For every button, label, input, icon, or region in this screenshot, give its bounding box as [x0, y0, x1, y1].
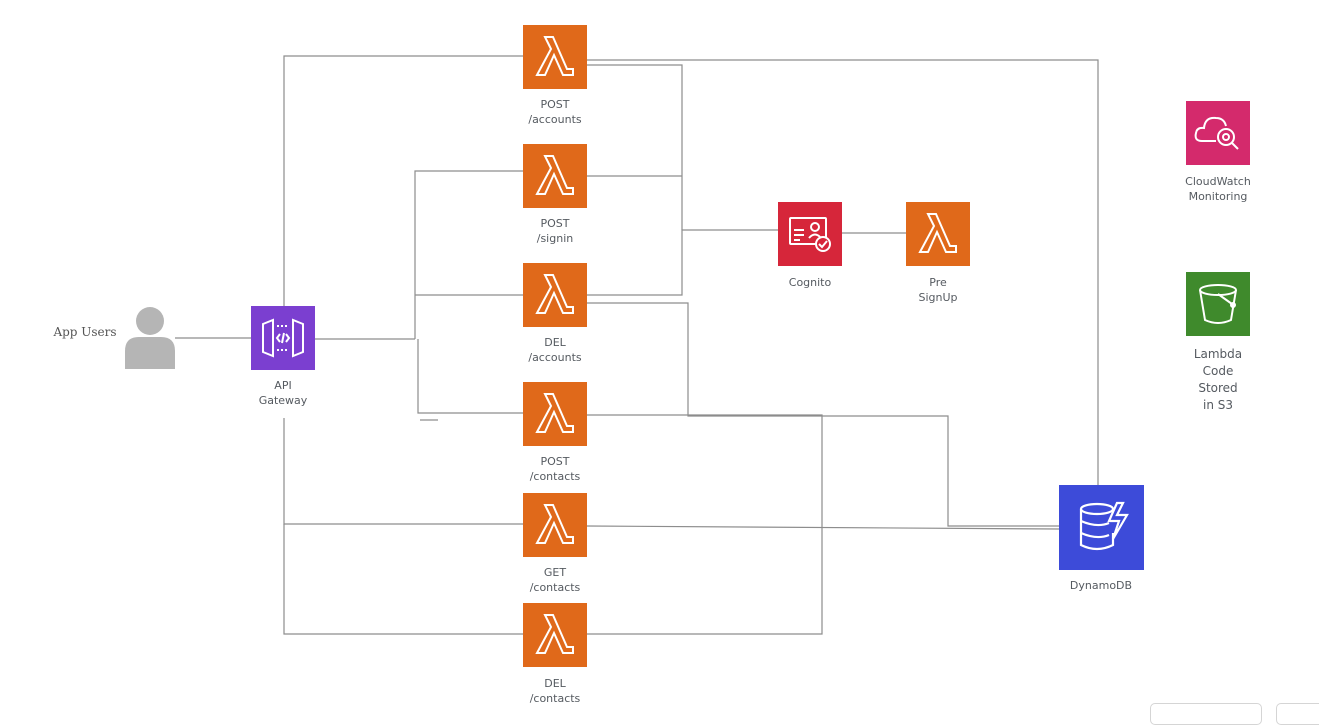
lambda-icon [523, 263, 587, 327]
lambda-post-contacts [523, 382, 587, 446]
lambda-del-contacts [523, 603, 587, 667]
wire-post-accounts-cognito [587, 64, 683, 230]
wire-del-accounts-cognito [587, 229, 778, 296]
wire-gateway-get-contacts [283, 418, 523, 525]
lambda-label-post-signin: POST/signin [536, 217, 574, 245]
lambda-label-del-accounts: DEL/accounts [528, 336, 582, 364]
lambda-del-accounts [523, 263, 587, 327]
lambda-label-post-accounts: POST/accounts [528, 98, 582, 126]
lambda-pre-signup [906, 202, 970, 266]
wire-del-accounts-dynamodb [587, 302, 1059, 527]
api-gateway-icon [251, 306, 315, 370]
lambda-post-accounts [523, 25, 587, 89]
dynamodb-label: DynamoDB [1069, 579, 1133, 592]
lambda-label-post-contacts: POST/contacts [529, 455, 581, 483]
wire-fanout-post-contacts [417, 339, 523, 414]
lambda-post-signin [523, 144, 587, 208]
lambda-icon [523, 493, 587, 557]
wire-post-accounts-dynamodb [587, 59, 1099, 485]
toolbar-button-right[interactable] [1276, 703, 1319, 725]
lambda-label-del-contacts: DEL/contacts [529, 677, 581, 705]
lambda-get-contacts [523, 493, 587, 557]
wire-fanout-post-signin [414, 170, 523, 339]
dynamodb-icon [1059, 485, 1144, 570]
s3-bucket-icon [1186, 272, 1250, 336]
wire-post-contacts-dynamodb [587, 414, 823, 635]
app-users-label: App Users [53, 325, 117, 339]
lambda-icon [906, 202, 970, 266]
lambda-icon [523, 382, 587, 446]
wire-gateway-del-contacts [283, 524, 523, 635]
cognito-icon [778, 202, 842, 266]
lambda-icon [523, 25, 587, 89]
wire-get-contacts-dynamodb [586, 525, 1060, 530]
cloudwatch-icon [1186, 101, 1250, 165]
user-icon [123, 305, 177, 371]
lambda-icon [523, 144, 587, 208]
toolbar-button-left[interactable] [1150, 703, 1262, 725]
cognito-label: Cognito [788, 276, 832, 289]
wire-gateway-post-accounts [283, 55, 523, 306]
lambda-label-get-contacts: GET/contacts [529, 566, 581, 594]
lambda-icon [523, 603, 587, 667]
